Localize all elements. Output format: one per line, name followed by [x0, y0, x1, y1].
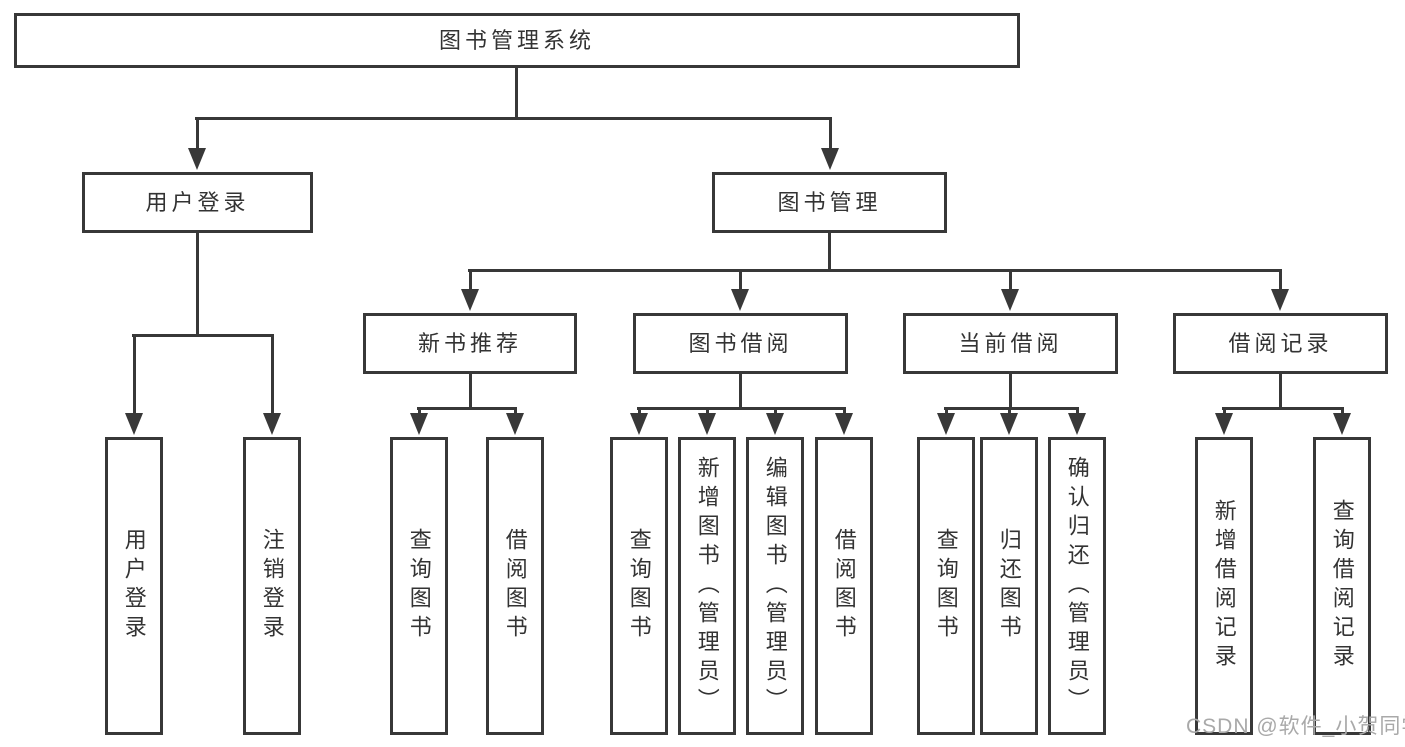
leaf-cb-query-books: 查询图书 — [917, 437, 975, 735]
arrow-down-icon — [698, 413, 716, 435]
connector-user-login-drop-0 — [133, 335, 136, 417]
connector-book-management-drop-2 — [1009, 270, 1012, 293]
arrow-down-icon — [937, 413, 955, 435]
connector-book-borrow-drop-2 — [774, 408, 777, 417]
connector-book-borrow-stem — [739, 374, 742, 410]
csdn-watermark: CSDN @软件_小贺同学 — [1186, 715, 1405, 738]
connector-book-borrow-drop-1 — [706, 408, 709, 417]
connector-current-borrow-stem — [1009, 374, 1012, 410]
leaf-nbr-query-books: 查询图书 — [390, 437, 448, 735]
connector-book-borrow-branch — [637, 407, 846, 410]
connector-root-drop-0 — [196, 118, 199, 152]
connector-book-management-stem — [828, 233, 831, 272]
connector-new-book-recommend-stem — [469, 374, 472, 410]
node-current-borrow: 当前借阅 — [903, 313, 1118, 374]
leaf-logout: 注销登录 — [243, 437, 301, 735]
leaf-cb-return-books: 归还图书 — [980, 437, 1038, 735]
leaf-bb-edit-books-admin: 编辑图书（管理员） — [746, 437, 804, 735]
connector-root-branch — [195, 117, 832, 120]
connector-new-book-recommend-drop-1 — [514, 408, 517, 417]
connector-user-login-stem — [196, 233, 199, 337]
arrow-down-icon — [410, 413, 428, 435]
leaf-user-login: 用户登录 — [105, 437, 163, 735]
connector-book-management-drop-3 — [1279, 270, 1282, 293]
connector-book-management-branch — [468, 269, 1282, 272]
arrow-down-icon — [188, 148, 206, 170]
leaf-bb-borrow-books: 借阅图书 — [815, 437, 873, 735]
arrow-down-icon — [1001, 289, 1019, 311]
connector-book-management-drop-0 — [469, 270, 472, 293]
arrow-down-icon — [1000, 413, 1018, 435]
connector-borrow-records-branch — [1222, 407, 1344, 410]
connector-root-stem — [515, 68, 518, 120]
leaf-br-add-record: 新增借阅记录 — [1195, 437, 1253, 735]
leaf-br-query-record: 查询借阅记录 — [1313, 437, 1371, 735]
connector-new-book-recommend-drop-0 — [418, 408, 421, 417]
arrow-down-icon — [125, 413, 143, 435]
arrow-down-icon — [1215, 413, 1233, 435]
connector-current-borrow-drop-1 — [1008, 408, 1011, 417]
arrow-down-icon — [731, 289, 749, 311]
connector-new-book-recommend-branch — [417, 407, 517, 410]
arrow-down-icon — [263, 413, 281, 435]
node-book-borrow: 图书借阅 — [633, 313, 848, 374]
arrow-down-icon — [821, 148, 839, 170]
connector-user-login-branch — [132, 334, 274, 337]
connector-book-borrow-drop-3 — [843, 408, 846, 417]
connector-user-login-drop-1 — [271, 335, 274, 417]
node-book-management: 图书管理 — [712, 172, 947, 233]
arrow-down-icon — [1333, 413, 1351, 435]
node-user-login: 用户登录 — [82, 172, 313, 233]
connector-borrow-records-stem — [1279, 374, 1282, 410]
arrow-down-icon — [835, 413, 853, 435]
connector-book-management-drop-1 — [739, 270, 742, 293]
connector-borrow-records-drop-0 — [1223, 408, 1226, 417]
connector-current-borrow-drop-2 — [1076, 408, 1079, 417]
connector-current-borrow-branch — [944, 407, 1079, 410]
connector-root-drop-1 — [829, 118, 832, 152]
arrow-down-icon — [1068, 413, 1086, 435]
arrow-down-icon — [461, 289, 479, 311]
leaf-bb-add-books-admin: 新增图书（管理员） — [678, 437, 736, 735]
arrow-down-icon — [766, 413, 784, 435]
connector-current-borrow-drop-0 — [945, 408, 948, 417]
node-new-book-recommend: 新书推荐 — [363, 313, 577, 374]
leaf-nbr-borrow-books: 借阅图书 — [486, 437, 544, 735]
connector-book-borrow-drop-0 — [638, 408, 641, 417]
arrow-down-icon — [1271, 289, 1289, 311]
leaf-bb-query-books: 查询图书 — [610, 437, 668, 735]
node-root-system: 图书管理系统 — [14, 13, 1020, 68]
arrow-down-icon — [630, 413, 648, 435]
arrow-down-icon — [506, 413, 524, 435]
node-borrow-records: 借阅记录 — [1173, 313, 1388, 374]
leaf-cb-confirm-return-admin: 确认归还（管理员） — [1048, 437, 1106, 735]
connector-borrow-records-drop-1 — [1341, 408, 1344, 417]
